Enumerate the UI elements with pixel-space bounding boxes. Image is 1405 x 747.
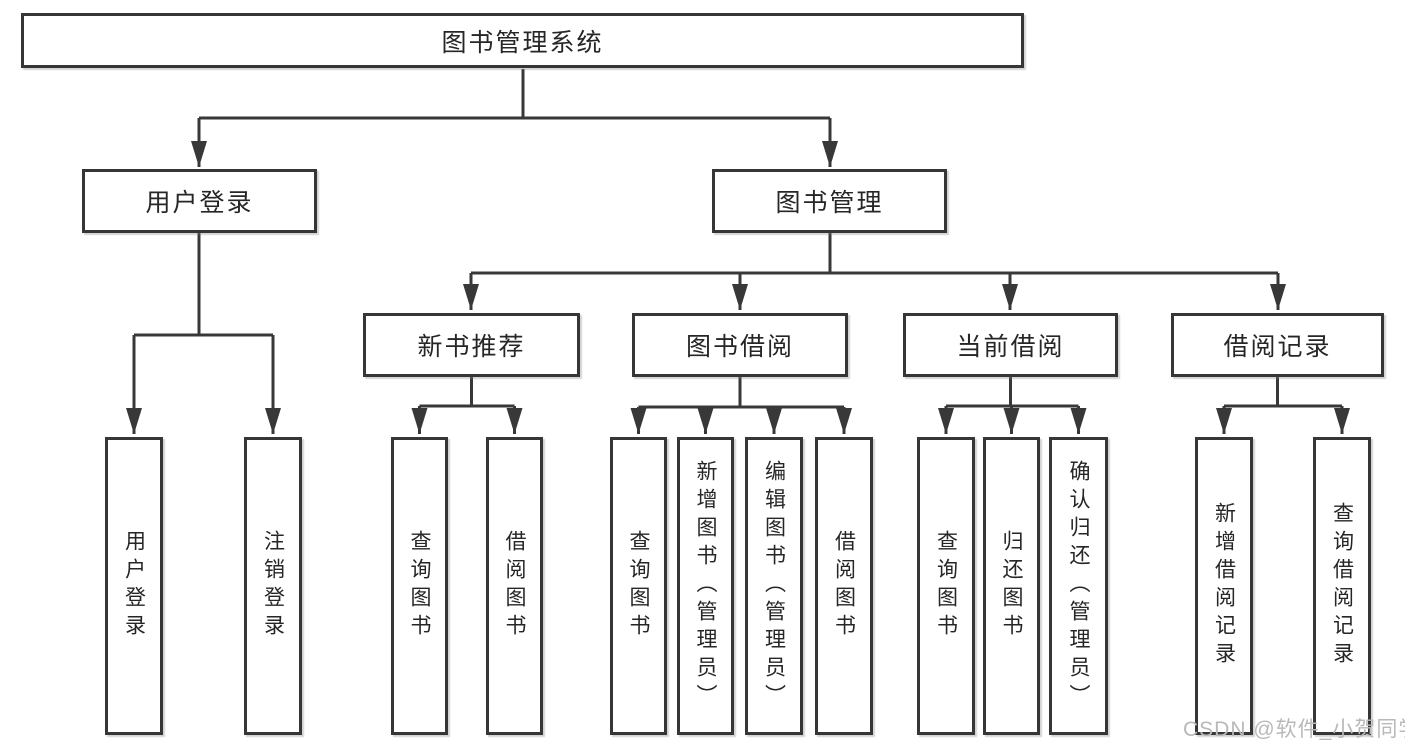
- node-book-management-label: 图书管理: [775, 189, 884, 217]
- leaf-borrow-add-book: 新增图书（管理员）: [677, 437, 734, 735]
- leaf-user-login-label: 用户登录: [122, 530, 146, 642]
- leaf-user-login: 用户登录: [105, 437, 163, 735]
- leaf-newbook-query: 查询图书: [391, 437, 448, 735]
- node-book-borrow-label: 图书借阅: [685, 333, 794, 361]
- node-user-login-label: 用户登录: [145, 189, 254, 217]
- leaf-newbook-borrow: 借阅图书: [486, 437, 543, 735]
- node-root-system: 图书管理系统: [21, 13, 1024, 68]
- node-book-borrow: 图书借阅: [632, 313, 848, 377]
- leaf-current-confirm-return: 确认归还（管理员）: [1049, 437, 1108, 735]
- leaf-current-confirm-return-label: 确认归还（管理员）: [1067, 460, 1090, 712]
- leaf-current-return-label: 归还图书: [1000, 530, 1023, 642]
- node-root-system-label: 图书管理系统: [441, 28, 604, 57]
- leaf-borrow-query-label: 查询图书: [627, 530, 650, 642]
- leaf-borrow-query: 查询图书: [610, 437, 667, 735]
- node-current-borrow: 当前借阅: [903, 313, 1118, 377]
- leaf-record-add: 新增借阅记录: [1195, 437, 1253, 735]
- leaf-borrow-book-label: 借阅图书: [832, 530, 856, 642]
- leaf-borrow-edit-book: 编辑图书（管理员）: [745, 437, 803, 735]
- leaf-record-query-label: 查询借阅记录: [1330, 502, 1354, 670]
- node-new-book-recommend-label: 新书推荐: [417, 333, 526, 361]
- leaf-newbook-query-label: 查询图书: [408, 530, 431, 642]
- node-borrow-records-label: 借阅记录: [1223, 333, 1332, 361]
- node-new-book-recommend: 新书推荐: [363, 313, 580, 377]
- node-borrow-records: 借阅记录: [1171, 313, 1384, 377]
- node-current-borrow-label: 当前借阅: [956, 333, 1065, 361]
- leaf-newbook-borrow-label: 借阅图书: [503, 530, 526, 642]
- csdn-watermark: CSDN @软件_小贺同学: [1183, 718, 1405, 741]
- leaf-current-query-label: 查询图书: [934, 530, 958, 642]
- leaf-borrow-book: 借阅图书: [815, 437, 873, 735]
- leaf-current-query: 查询图书: [917, 437, 975, 735]
- node-book-management: 图书管理: [712, 169, 947, 233]
- leaf-record-add-label: 新增借阅记录: [1212, 502, 1236, 670]
- node-user-login: 用户登录: [82, 169, 317, 233]
- leaf-user-logout: 注销登录: [244, 437, 302, 735]
- leaf-record-query: 查询借阅记录: [1313, 437, 1371, 735]
- leaf-borrow-add-book-label: 新增图书（管理员）: [694, 460, 717, 712]
- leaf-user-logout-label: 注销登录: [261, 530, 285, 642]
- leaf-borrow-edit-book-label: 编辑图书（管理员）: [762, 460, 786, 712]
- leaf-current-return: 归还图书: [983, 437, 1040, 735]
